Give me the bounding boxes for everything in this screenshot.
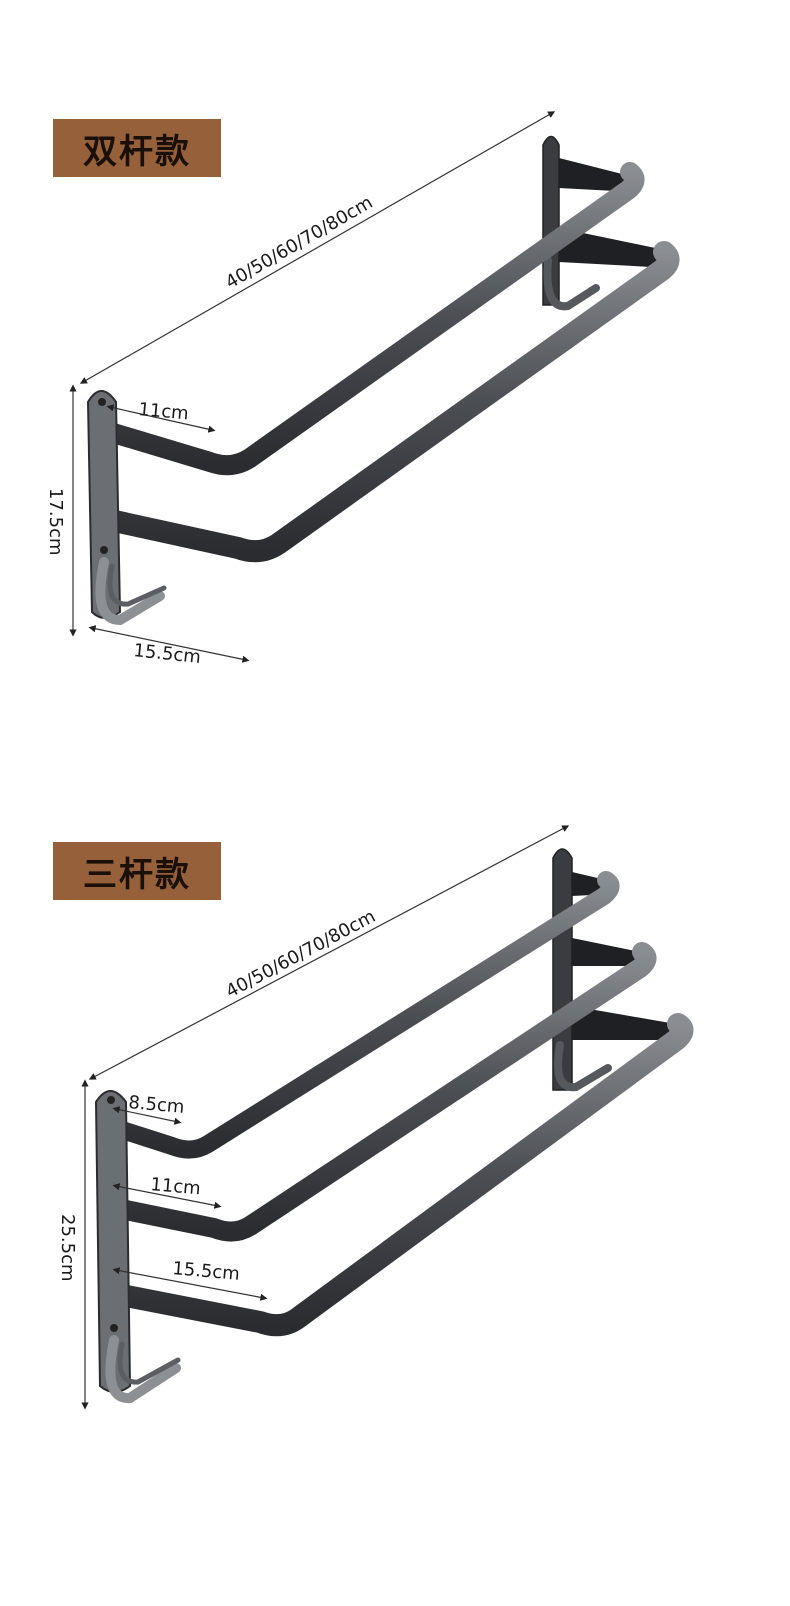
double-bottom-depth-label: 15.5cm [132,640,201,668]
double-upper-depth-label: 11cm [138,399,190,424]
triple-bar-rack-drawing: 40/50/60/70/80cm 25.5cm 8.5cm 11cm 15.5c… [57,825,694,1410]
triple-bottom-depth-label: 15.5cm [172,1258,241,1285]
triple-top-depth-label: 8.5cm [128,1092,186,1118]
triple-middle-depth-label: 11cm [150,1174,202,1199]
double-length-label: 40/50/60/70/80cm [222,192,376,293]
double-height-label: 17.5cm [45,488,66,556]
triple-height-label: 25.5cm [57,1214,78,1282]
double-bar-rack-drawing: 40/50/60/70/80cm 17.5cm 11cm 15.5cm [45,111,680,668]
triple-length-label: 40/50/60/70/80cm [222,906,379,1003]
triple-bar-section: 三杆款 [0,800,790,1606]
double-bar-section: 双杆款 [0,0,790,760]
